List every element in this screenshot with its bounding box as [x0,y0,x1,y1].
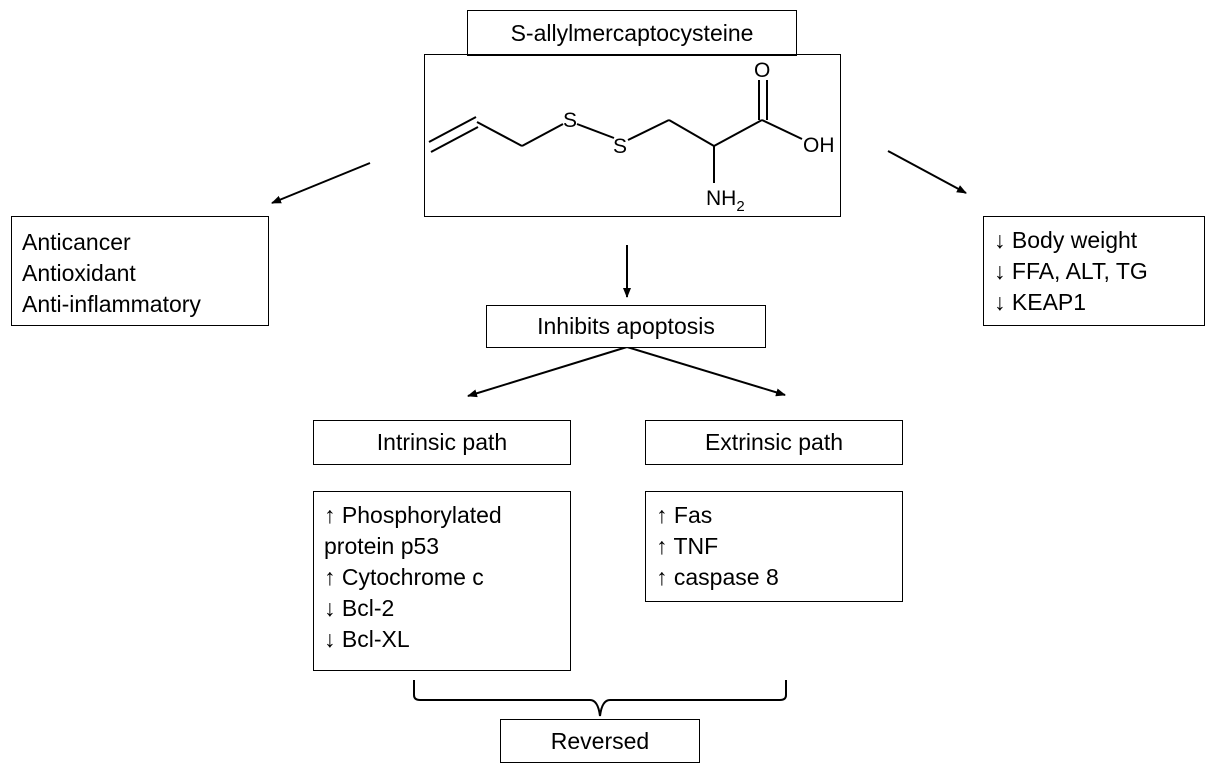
molecule-frame [424,54,841,217]
extrinsic-item: ↑ caspase 8 [656,564,779,590]
arrow-to-right-box [887,150,967,194]
bond-s1-s2 [576,123,615,139]
effect-item: ↓ KEAP1 [994,289,1087,315]
intrinsic-item: ↓ Bcl-XL [324,626,410,652]
title-text: S-allylmercaptocysteine [510,19,754,46]
title-box: S-allylmercaptocysteine [467,10,797,56]
property-item: Anti-inflammatory [22,291,201,317]
extrinsic-item: ↑ Fas [656,502,713,528]
extrinsic-item: ↑ TNF [656,533,719,559]
extrinsic-effects-box: ↑ Fas ↑ TNF ↑ caspase 8 [645,491,903,602]
property-item: Anticancer [22,229,131,255]
arrow-to-left-box [271,162,371,204]
effect-item: ↓ FFA, ALT, TG [994,258,1148,284]
molecule-structure [428,80,803,183]
intrinsic-path-box: Intrinsic path [313,420,571,465]
atom-o: O [754,59,770,82]
inhibits-apoptosis-text: Inhibits apoptosis [537,313,715,339]
properties-box: Anticancer Antioxidant Anti-inflammatory [11,216,269,326]
bond-c-s1 [521,123,564,147]
bond-vinyl-2 [430,126,479,153]
reversed-box: Reversed [500,719,700,763]
effect-item: ↓ Body weight [994,227,1138,253]
atom-oh: OH [803,134,835,157]
atom-nh2: NH2 [706,187,745,215]
arrow-to-intrinsic [467,346,628,398]
intrinsic-item: ↑ Phosphorylated [324,502,502,528]
atom-s1: S [563,109,577,132]
intrinsic-item: ↑ Cytochrome c [324,564,484,590]
bond-vinyl-1 [428,116,477,143]
property-item: Antioxidant [22,260,136,286]
bond-calpha-ccarboxyl [713,119,763,147]
arrow-to-extrinsic [626,346,786,397]
atom-s2: S [613,135,627,158]
bond-c-oh [761,119,803,140]
intrinsic-item: ↓ Bcl-2 [324,595,395,621]
inhibits-apoptosis-box: Inhibits apoptosis [486,305,766,348]
extrinsic-path-box: Extrinsic path [645,420,903,465]
extrinsic-path-text: Extrinsic path [704,429,844,455]
effects-box: ↓ Body weight ↓ FFA, ALT, TG ↓ KEAP1 [983,216,1205,326]
intrinsic-path-text: Intrinsic path [376,429,508,455]
bracket-reversed [413,680,787,717]
bond-allyl-ch2 [476,121,523,147]
intrinsic-effects-box: ↑ Phosphorylated protein p53 ↑ Cytochrom… [313,491,571,671]
bond-c-calpha [668,119,715,147]
reversed-text: Reversed [550,727,650,754]
intrinsic-item: protein p53 [324,533,440,559]
bond-s2-c [627,119,670,141]
